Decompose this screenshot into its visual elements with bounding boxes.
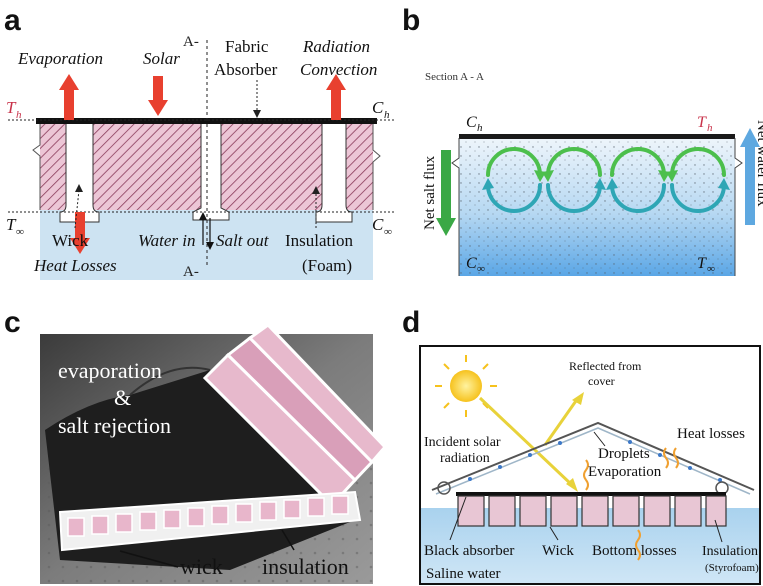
heat-losses-arrow [70,212,90,254]
svg-text:h: h [707,122,713,134]
svg-text:∞: ∞ [707,263,715,275]
reflected-ray [543,397,580,446]
svg-text:h: h [384,109,390,121]
svg-text:∞: ∞ [16,226,24,238]
label-wick-photo: wick [180,554,223,579]
panel-c: c [4,306,388,584]
label-styrofoam: (Styrofoam) [705,562,759,574]
svg-text:h: h [16,109,22,121]
evaporation-arrow [59,74,79,120]
svg-text:C: C [372,98,384,117]
insulation-compartments [457,495,727,527]
section-label-top: A- [183,34,199,50]
panel-label-c: c [4,306,21,339]
net-water-flux-arrow [740,128,760,225]
label-evaporation-d: Evaporation [588,464,662,480]
svg-text:T: T [6,98,17,117]
insulation-foam [40,123,373,210]
incident-ray [478,396,574,487]
svg-text:C: C [466,255,477,272]
c-inf-label: C ∞ [372,215,392,238]
label-insulation-photo: insulation [262,554,349,579]
label-heat-losses: Heat Losses [33,256,117,275]
panel-label-a: a [4,4,21,37]
svg-text:∞: ∞ [477,263,485,275]
surface-absorber [459,134,735,139]
label-bottom-losses: Bottom losses [592,543,677,559]
convection-vortices [482,147,730,213]
radiation-convection-arrow [326,74,346,120]
svg-text:C: C [466,114,477,131]
svg-text:T: T [697,114,707,131]
t-inf-label: T ∞ [6,215,24,238]
svg-text:C: C [372,215,384,234]
c-h-label: C h [372,98,390,121]
label-water-in: Water in [138,231,195,250]
label-saline-water: Saline water [426,566,501,582]
panel-label-b: b [402,4,420,37]
label-wick: Wick [52,231,89,250]
label-fabric: Fabric [225,37,269,56]
svg-text:h: h [477,122,483,134]
t-h-label: T h [6,98,22,121]
label-foam: (Foam) [302,256,352,275]
wick-row [58,490,362,552]
label-incident-1: Incident solar [424,435,501,450]
panel-a: a A- A- [4,4,395,280]
label-convection: Convection [300,60,377,79]
caption-evaporation: evaporation [58,358,162,383]
label-solar: Solar [143,49,180,68]
panel-d: d [402,306,761,585]
caption-ampersand: & [114,385,131,410]
b-c-inf-label: C ∞ [466,255,485,275]
label-salt-out: Salt out [216,231,270,250]
section-label-bottom: A- [183,264,199,280]
svg-text:T: T [6,215,17,234]
panel-label-d: d [402,306,420,339]
label-heat-losses-d: Heat losses [677,426,745,442]
label-net-water-flux: Net water flux [754,120,763,207]
b-c-h-label: C h [466,114,483,134]
label-incident-2: radiation [440,451,490,466]
label-insulation-d: Insulation [702,544,758,559]
section-aa-label: Section A - A [425,71,484,83]
b-t-h-label: T h [697,114,713,134]
droplets [468,440,722,482]
label-reflected-1: Reflected from [569,359,642,373]
pink-insulation-strips [202,323,388,508]
label-wick-d: Wick [542,543,574,559]
label-black-absorber: Black absorber [424,543,514,559]
caption-salt-rejection: salt rejection [58,413,171,438]
net-salt-flux-arrow [436,150,456,236]
label-reflected-2: cover [588,374,615,388]
panel-b: b Section A - A Net salt flux Net water … [402,4,763,276]
wick-strips [59,122,353,223]
solar-arrow [148,76,168,116]
label-droplets: Droplets [598,446,650,462]
b-t-inf-label: T ∞ [697,255,715,275]
heat-wavy-lines [583,447,679,561]
glass-cover [431,421,755,491]
label-radiation: Radiation [302,37,370,56]
svg-text:∞: ∞ [384,226,392,238]
label-evaporation: Evaporation [17,49,103,68]
label-insulation: Insulation [285,231,353,250]
sun-icon [435,355,497,417]
label-net-salt-flux: Net salt flux [422,155,438,230]
label-absorber: Absorber [214,60,278,79]
black-absorber-surface [456,492,726,496]
svg-text:T: T [697,255,707,272]
